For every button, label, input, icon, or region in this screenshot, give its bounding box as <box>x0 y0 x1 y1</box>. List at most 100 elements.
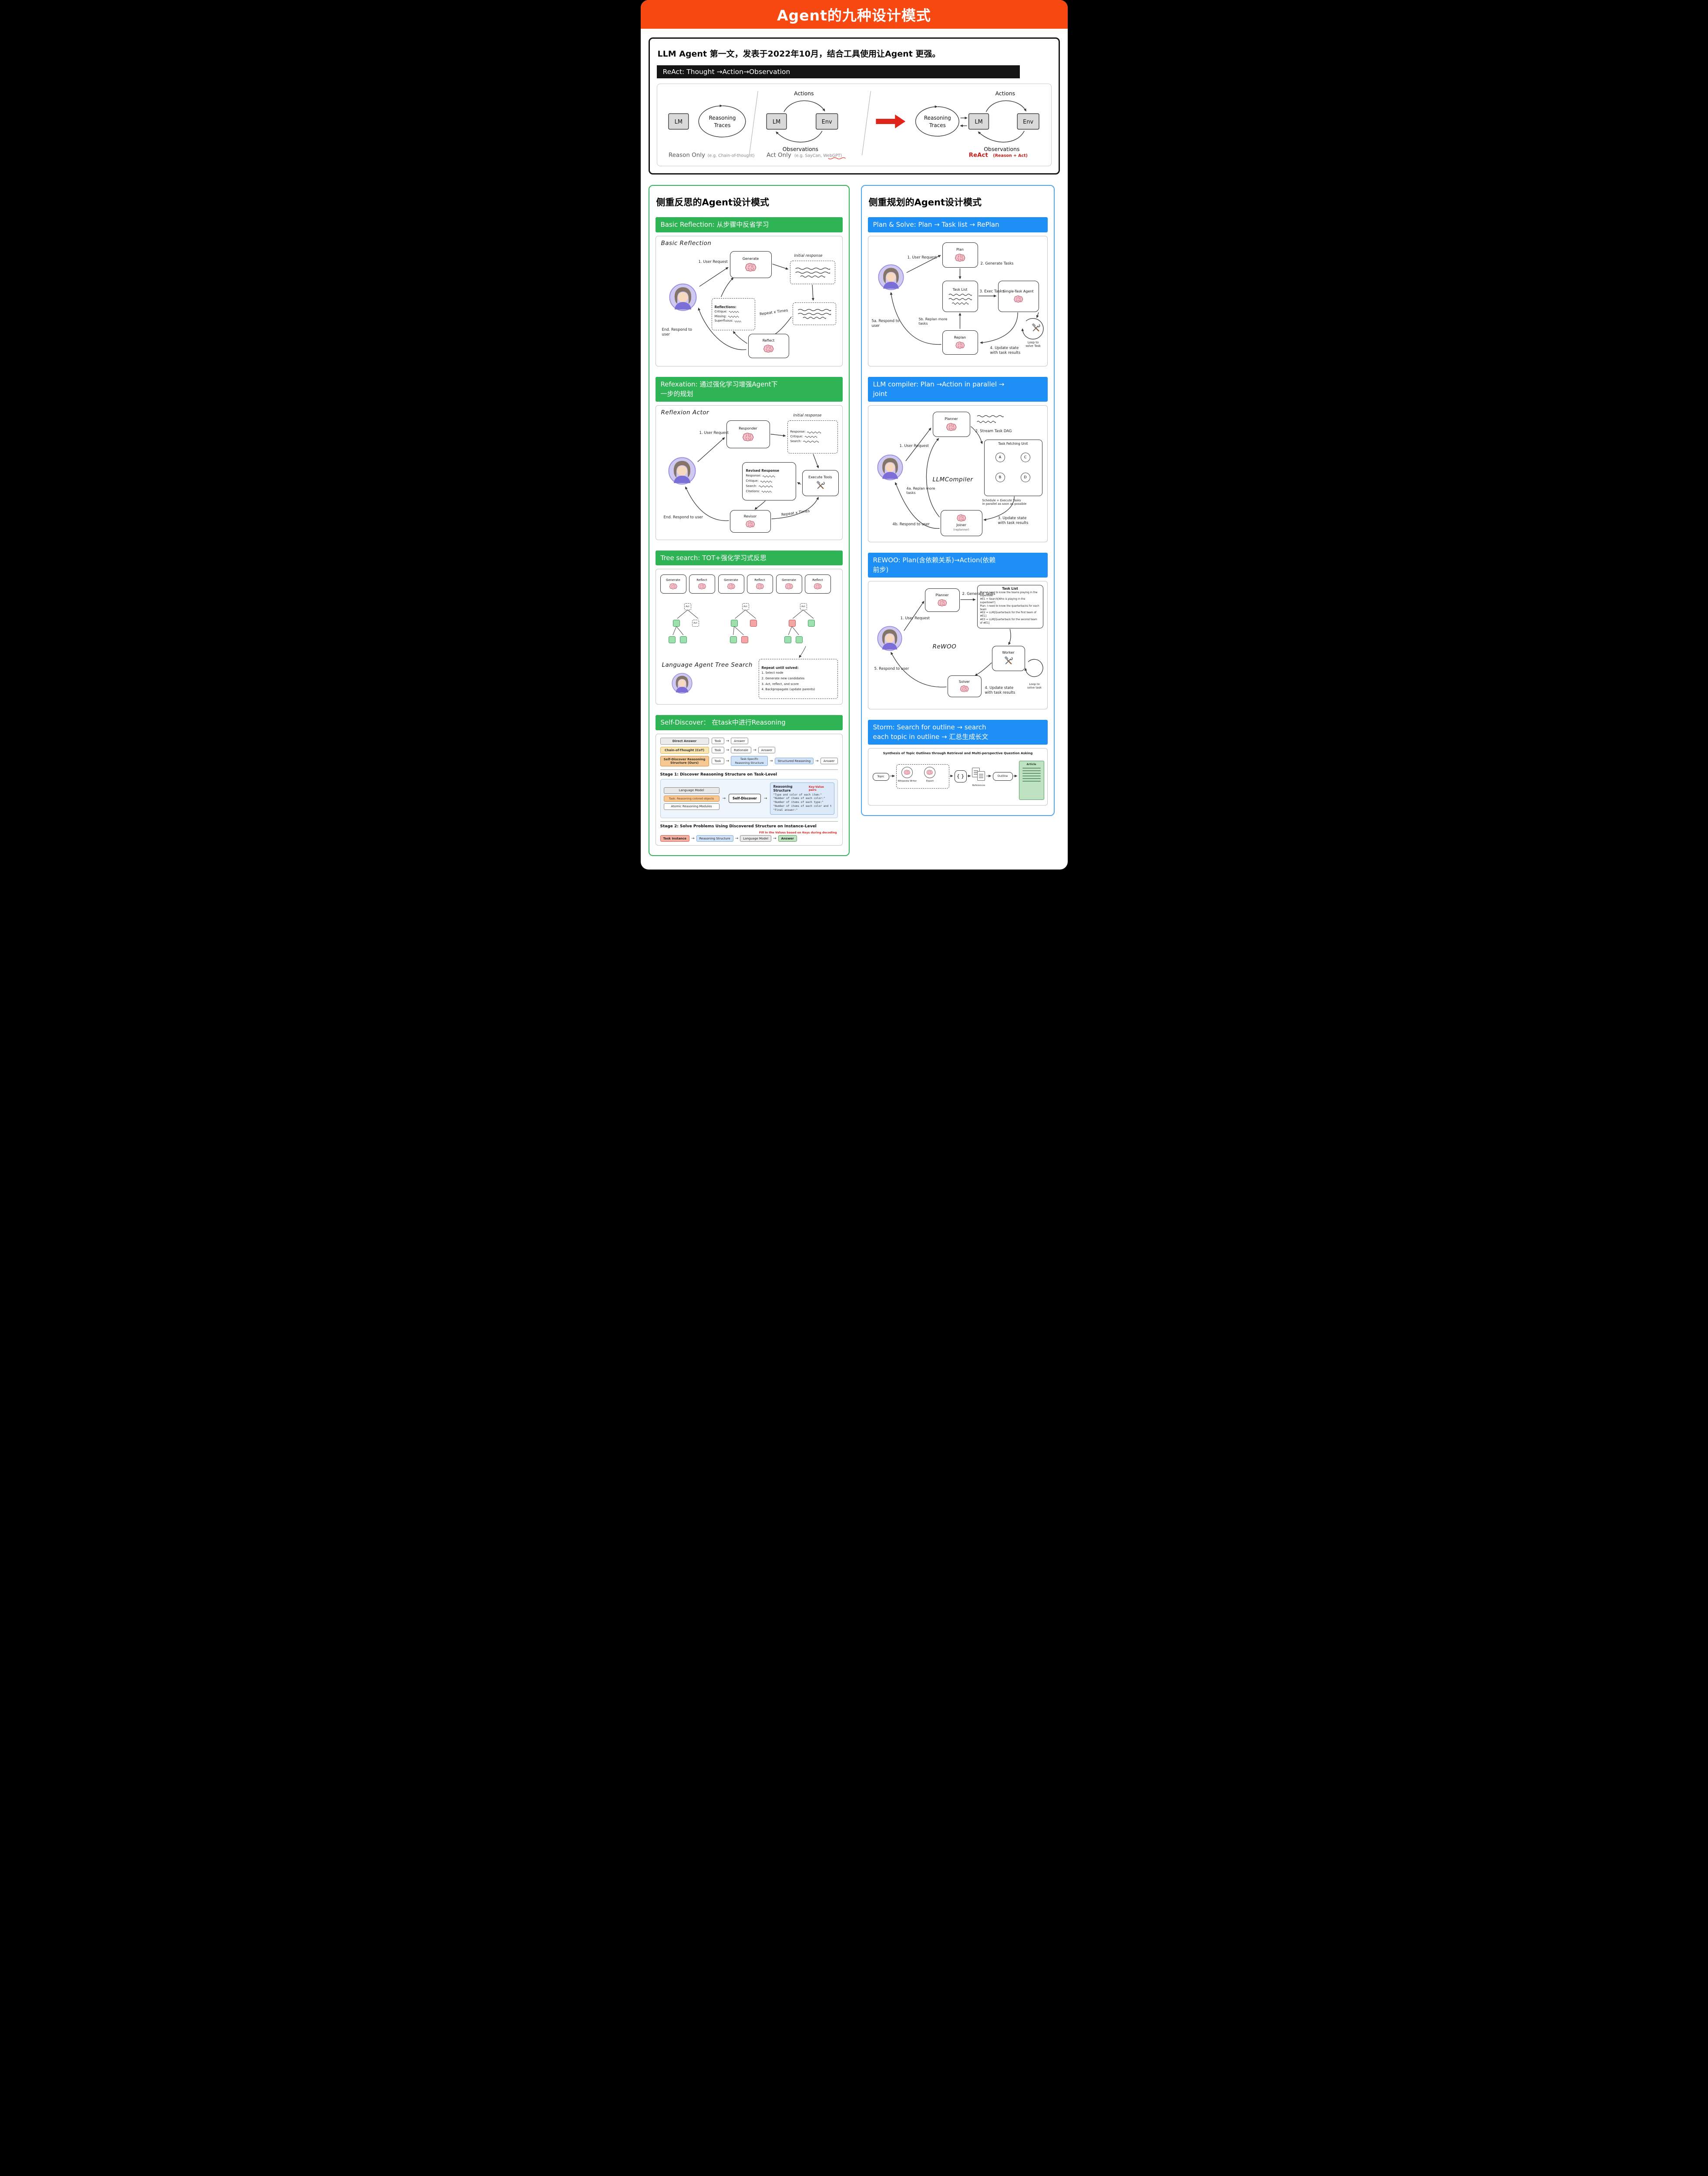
task-fetching-unit-box: Task Fetching Unit <box>984 439 1042 496</box>
initial-response-box: Response: Critique: Search: <box>787 420 838 453</box>
reflection-item: Missing: <box>715 315 752 319</box>
structure-line: "Number of items of each color:" <box>773 797 825 800</box>
generate-node: Generate <box>776 574 802 594</box>
respond-label: End. Respond to user <box>662 327 692 337</box>
brain-icon <box>745 520 756 528</box>
loop-label: Loop to solve Task <box>1025 340 1041 348</box>
structure-line: "Number of items of each type:" <box>773 801 824 804</box>
rewoo-title: ReWOO <box>932 643 957 650</box>
scribble <box>948 293 972 296</box>
key-value-label: Key-Value pairs <box>808 785 824 792</box>
answer-box: Answer <box>731 738 748 744</box>
execute-tools-label: Execute Tools <box>808 475 832 480</box>
update-state-label: 4. Update state with task results <box>990 346 1021 355</box>
traces-label: Traces <box>928 122 945 128</box>
actions-arrow <box>783 100 825 112</box>
scribble <box>800 275 826 278</box>
brain-icon <box>745 262 757 272</box>
rewoo-banner: REWOO: Plan(含依赖关系)→Action(依赖 前步) <box>867 552 1048 578</box>
brain-icon <box>956 514 967 522</box>
note-title: Repeat until solved: <box>761 665 799 670</box>
revisor-node: Revisor <box>730 510 771 533</box>
brain-icon <box>960 685 969 692</box>
generate-label: Generate <box>742 257 759 261</box>
scribble <box>729 310 739 313</box>
task-line: Plan: I need to know the quarterbacks fo… <box>980 604 1039 611</box>
execute-tools-node: Execute Tools <box>802 470 839 496</box>
planner-label: Planner <box>945 417 958 421</box>
reflection-item: Superfluous: <box>715 319 752 323</box>
score-square <box>795 636 803 643</box>
score-square <box>730 636 737 643</box>
env-label: Env <box>1023 119 1033 125</box>
arrow-glyph: → <box>773 836 777 841</box>
worker-label: Worker <box>1002 651 1015 655</box>
user-request-label: 1. User Request <box>699 430 729 435</box>
self-discover-banner: Self-Discover： 在task中进行Reasoning <box>655 715 843 730</box>
scribble <box>948 297 972 300</box>
env-box <box>815 113 838 130</box>
diagram-title: Basic Reflection <box>661 239 712 247</box>
pattern-reflexion: Refexation: 通过强化学习增强Agent下 一步的规划 <box>655 376 843 540</box>
page-title: Agent的九种设计模式 <box>777 7 931 24</box>
scribble <box>794 267 831 270</box>
traces-label: Traces <box>713 122 730 128</box>
reflections-title: Reflections: <box>714 305 736 309</box>
llm-compiler-banner: LLM compiler: Plan →Action in parallel →… <box>867 376 1048 402</box>
language-model-box: Language Model <box>663 787 720 794</box>
user-avatar <box>877 626 902 651</box>
user-request-label: 1. User Request <box>899 443 929 448</box>
note-item: 4. Backpropagate (update parents) <box>761 688 815 692</box>
solver-label: Solver <box>958 679 970 684</box>
pattern-storm: Storm: Search for outline → search each … <box>867 719 1048 806</box>
arrow-glyph: → <box>753 748 756 752</box>
actions-arrow <box>985 100 1026 112</box>
red-arrow <box>875 114 905 128</box>
brain-icon <box>814 583 822 590</box>
act-square: Act <box>684 603 691 610</box>
single-task-agent-label: Single-Task Agent <box>1003 289 1034 294</box>
observations-arrow <box>978 131 1025 143</box>
webgpt-underline <box>827 157 846 159</box>
score-square <box>741 636 748 643</box>
diagram-title: Language Agent Tree Search <box>662 662 753 668</box>
initial-item: Search: <box>790 440 835 443</box>
dag-node-b: B <box>995 472 1005 482</box>
scribble <box>794 271 831 274</box>
brain-icon <box>937 599 948 607</box>
pattern-self-discover: Self-Discover： 在task中进行Reasoning Direct … <box>655 715 843 846</box>
pattern-rewoo: REWOO: Plan(含依赖关系)→Action(依赖 前步) <box>867 552 1048 709</box>
dag-node-a: A <box>995 452 1005 462</box>
joiner-label: Joiner <box>956 523 966 527</box>
article-label: Article <box>1026 762 1036 766</box>
scribble <box>802 316 827 319</box>
solver-node: Solver <box>947 675 982 697</box>
observations-label: Observations <box>782 146 818 152</box>
arrow-glyph: → <box>726 748 730 752</box>
braces-box: { } <box>954 770 967 782</box>
joiner-sub-label: (replanner) <box>953 528 969 532</box>
update-state-label: 4. Update state with task results <box>985 685 1015 695</box>
arrow-glyph: → <box>722 796 726 801</box>
lm-box <box>668 113 689 130</box>
brain-icon <box>955 253 966 262</box>
react-note: (Reason + Act) <box>993 154 1028 158</box>
initial-response-label: Initial response <box>793 413 822 418</box>
user-avatar <box>877 454 903 480</box>
reasoning-loop-arrow <box>915 105 959 137</box>
initial-response-box <box>790 260 835 284</box>
tools-icon <box>1004 656 1013 666</box>
scribble <box>797 312 832 315</box>
revised-response-node: Revised Response Response: Critique: Sea… <box>742 462 796 500</box>
reflect-node: Reflect <box>804 574 831 594</box>
lm-box <box>766 113 787 130</box>
pattern-llm-compiler: LLM compiler: Plan →Action in parallel →… <box>867 376 1048 542</box>
scribble <box>952 302 969 305</box>
reflect-node: Reflect <box>689 574 715 594</box>
score-square <box>668 636 676 643</box>
react-diagram-svg: LM Reasoning Traces Reason Only (e.g. Ch… <box>668 90 1039 159</box>
react-intro-card: LLM Agent 第一文，发表于2022年10月，结合工具使用让Agent 更… <box>648 37 1060 175</box>
plan-node: Plan <box>942 242 978 268</box>
task-tag: Task: Reasoning colored objects <box>663 795 720 802</box>
pattern-plan-solve: Plan & Solve: Plan → Task list → RePlan <box>867 217 1048 366</box>
